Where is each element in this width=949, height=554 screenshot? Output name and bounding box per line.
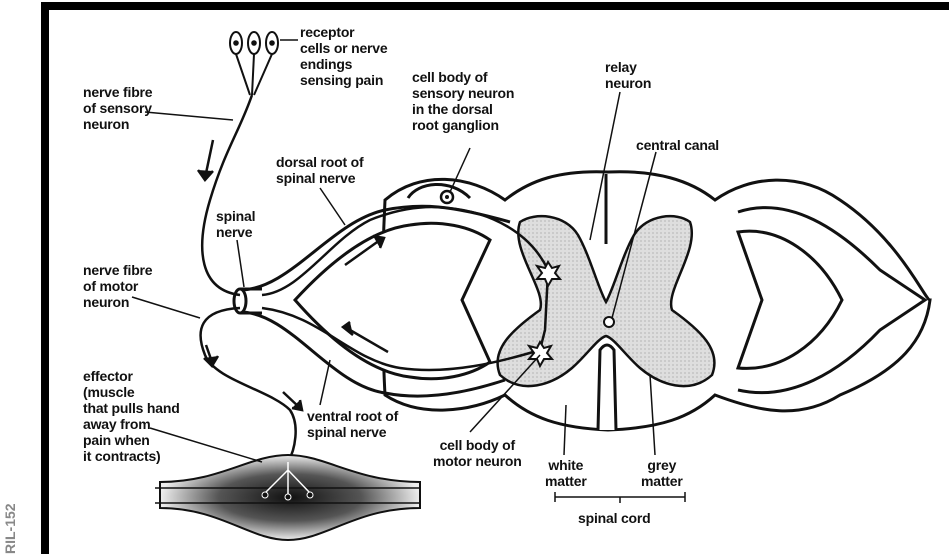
white-matter-label: white matter [545, 457, 587, 489]
receptor-cells-icon [230, 32, 278, 54]
sensory-fibre-label: nerve fibre of sensory neuron [83, 84, 152, 132]
motor-cell-body-label: cell body of motor neuron [433, 437, 522, 469]
central-canal-label: central canal [636, 137, 719, 153]
receptor-label: receptor cells or nerve endings sensing … [300, 24, 387, 88]
dorsal-root-label: dorsal root of spinal nerve [276, 154, 363, 186]
grey-matter-label: grey matter [641, 457, 683, 489]
ventral-root-label: ventral root of spinal nerve [307, 408, 398, 440]
receptor-fibres [236, 54, 272, 95]
spinal-nerve-label: spinal nerve [216, 208, 255, 240]
spinal-cord-label: spinal cord [578, 510, 650, 526]
effector-label: effector (muscle that pulls hand away fr… [83, 368, 180, 464]
left-root-inner [295, 223, 490, 378]
central-canal-dot [604, 317, 614, 327]
sensory-cell-body-label: cell body of sensory neuron in the dorsa… [412, 69, 514, 133]
motor-fibre-label: nerve fibre of motor neuron [83, 262, 152, 310]
figure-code: RIL-152 [2, 503, 18, 554]
ventral-fissure [598, 345, 616, 430]
relay-neuron-label: relay neuron [605, 59, 651, 91]
